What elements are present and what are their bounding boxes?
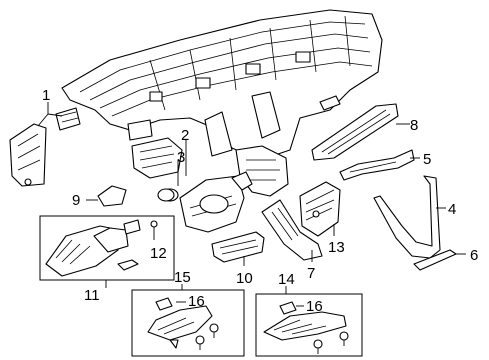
carrier-left-brackets [127,119,183,179]
left-end-clip [55,107,81,131]
callout-7: 7 [307,265,315,282]
callout-10: 10 [236,270,253,287]
callout-16a: 16 [188,293,205,310]
callout-1-leader [37,102,63,127]
callout-11: 11 [84,287,100,304]
center-bracket-13 [299,181,341,237]
callout-12: 12 [150,245,167,262]
callout-3: 3 [177,149,185,166]
callout-8: 8 [410,117,418,134]
trim-strip-8 [311,95,399,161]
callout-4: 4 [448,201,456,218]
callout-1: 1 [42,87,50,104]
trim-cover-9 [97,185,127,207]
curved-trim-4 [373,175,441,259]
callout-13: 13 [328,239,345,256]
callout-14: 14 [278,271,295,288]
box-14 [255,293,363,357]
callout-5: 5 [423,151,431,168]
callout-2: 2 [181,127,189,144]
left-end-panel [9,123,47,187]
side-trim-7 [261,199,323,261]
bezel-ring-3 [157,188,179,202]
box-11 [39,215,175,281]
box-15 [131,289,245,357]
callout-6: 6 [470,247,478,264]
callout-16b: 16 [306,298,323,315]
knee-trim-10 [211,231,265,263]
callout-15: 15 [174,269,191,286]
callout-9: 9 [72,192,80,209]
cluster-bezel-2 [179,171,253,233]
trim-strip-5 [339,149,415,181]
